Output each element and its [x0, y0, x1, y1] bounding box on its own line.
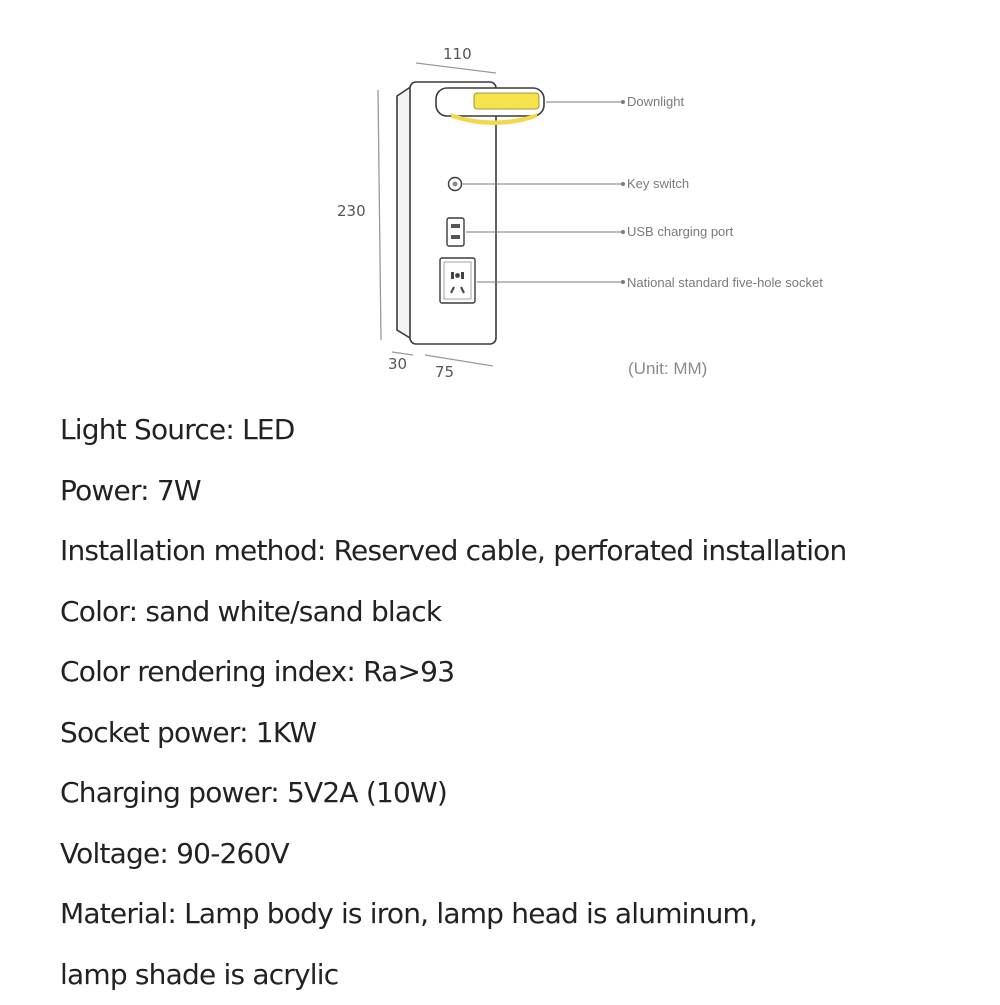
- dim-label-bottom-width: 75: [435, 363, 454, 381]
- product-dimension-diagram: 110 230 30 75: [0, 0, 1000, 400]
- spec-list: Light Source: LED Power: 7W Installation…: [60, 400, 980, 1005]
- callout-downlight: Downlight: [627, 94, 684, 109]
- socket-icon: [440, 258, 475, 303]
- dim-line-height: [378, 90, 381, 340]
- spec-material-line-2: lamp shade is acrylic: [60, 945, 980, 1005]
- callout-socket: National standard five-hole socket: [627, 275, 823, 290]
- callout-usb-port: USB charging port: [627, 224, 734, 239]
- spec-voltage: Voltage: 90-260V: [60, 824, 980, 885]
- usb-slot-bottom: [451, 235, 460, 239]
- spec-power: Power: 7W: [60, 461, 980, 522]
- spec-material-line-1: Material: Lamp body is iron, lamp head i…: [60, 884, 980, 945]
- spec-color: Color: sand white/sand black: [60, 582, 980, 643]
- spec-charging-power: Charging power: 5V2A (10W): [60, 763, 980, 824]
- dim-label-depth: 30: [388, 355, 407, 373]
- usb-slot-top: [451, 224, 460, 228]
- socket-hole-left: [451, 272, 454, 279]
- callout-key-switch: Key switch: [627, 176, 689, 191]
- downlight-panel: [474, 93, 539, 109]
- dim-label-height: 230: [337, 202, 366, 220]
- unit-note: (Unit: MM): [628, 359, 707, 378]
- usb-port-icon: [447, 218, 464, 246]
- spec-color-rendering-index: Color rendering index: Ra>93: [60, 642, 980, 703]
- dim-label-top-width: 110: [443, 45, 472, 63]
- socket-hole-right: [461, 272, 464, 279]
- spec-socket-power: Socket power: 1KW: [60, 703, 980, 764]
- dim-line-top-width: [416, 63, 496, 73]
- spec-light-source: Light Source: LED: [60, 400, 980, 461]
- socket-hole-center: [455, 273, 460, 278]
- wall-lamp-drawing: [397, 82, 544, 344]
- spec-installation-method: Installation method: Reserved cable, per…: [60, 521, 980, 582]
- key-switch-dot: [453, 182, 458, 187]
